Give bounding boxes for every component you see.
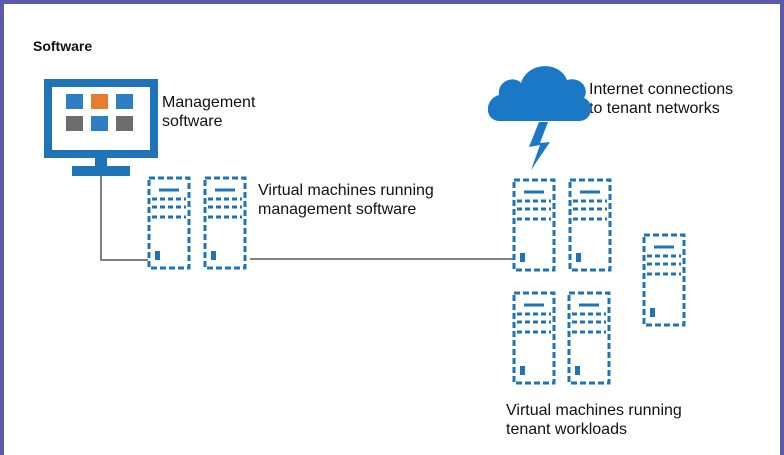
server-group — [147, 176, 686, 385]
internet-connections-label: Internet connections to tenant networks — [589, 81, 734, 117]
tenant-vms-label: Virtual machines running tenant workload… — [506, 402, 682, 438]
management-software-label: Management software — [162, 94, 256, 130]
connector-lines — [100, 176, 513, 261]
cloud-icon — [487, 66, 592, 121]
lightning-icon — [529, 122, 550, 170]
tenant-vm-server-3 — [642, 233, 686, 327]
management-vms-label: Virtual machines running management soft… — [258, 182, 434, 218]
tenant-vm-server-4 — [512, 291, 556, 385]
management-vm-server-1 — [147, 176, 191, 270]
monitor-connector — [100, 176, 148, 261]
monitor-icon — [44, 79, 158, 176]
tenant-vm-server-1 — [512, 178, 556, 272]
tenant-vm-server-2 — [568, 178, 612, 272]
management-vm-server-2 — [203, 176, 247, 270]
diagram-title: Software — [33, 38, 93, 54]
tenant-vm-server-5 — [567, 291, 611, 385]
